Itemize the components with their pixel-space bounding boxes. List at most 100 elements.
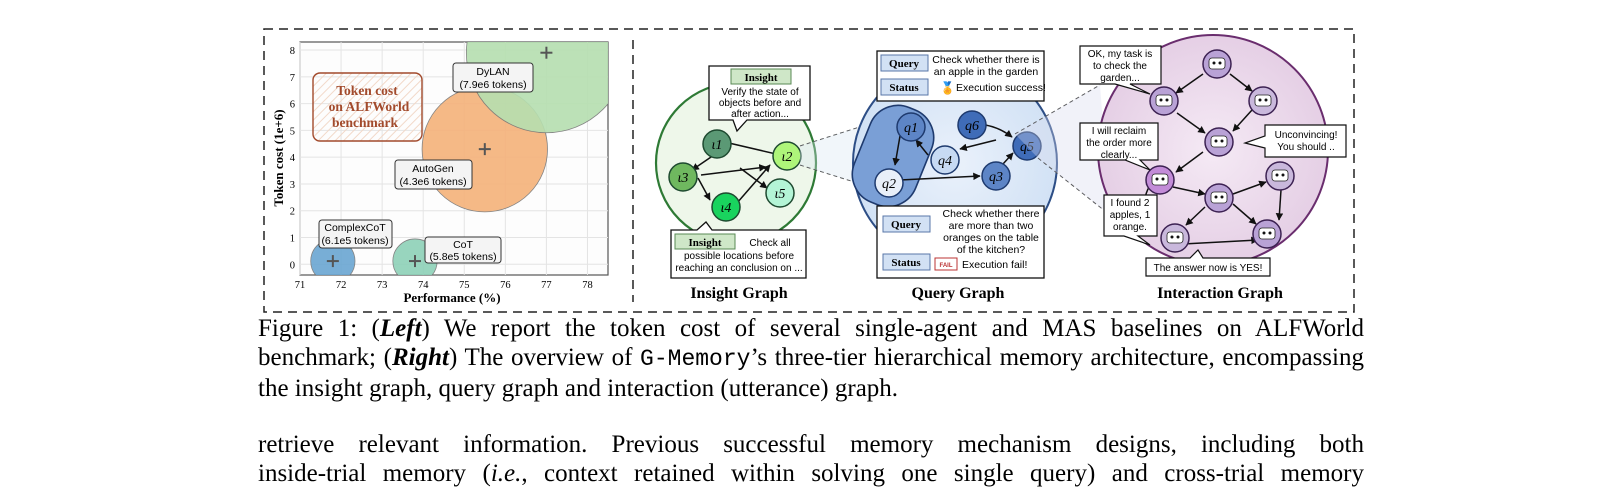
x-tick-label: 77 xyxy=(541,280,552,291)
agent-avatars xyxy=(1145,49,1295,253)
figure-caption: Figure 1: (Left) We report the token cos… xyxy=(258,314,1364,403)
node-q1 xyxy=(896,112,926,142)
node-iota-2 xyxy=(772,141,802,171)
panel-title: Interaction Graph xyxy=(1157,285,1283,302)
node-label: q6 xyxy=(965,119,979,134)
y-tick-label: 5 xyxy=(290,126,295,137)
x-tick-label: 74 xyxy=(418,280,429,291)
caption-text: ’s three-tier hierarchical memory archit… xyxy=(258,344,1364,402)
caption-right: Right xyxy=(391,344,449,371)
query-tag: Query xyxy=(889,58,919,70)
bubble-text: I found 2 xyxy=(1111,198,1150,209)
x-tick-label: 76 xyxy=(500,280,511,291)
x-tick-label: 71 xyxy=(295,280,306,291)
node-label: ι5 xyxy=(775,187,786,202)
x-tick-label: 72 xyxy=(336,280,347,291)
caption-text: ) We report the token cost of several si… xyxy=(258,315,1365,371)
body-paragraph: retrieve relevant information. Previous … xyxy=(258,430,1364,488)
bubble-text: to check the xyxy=(1093,61,1147,72)
insight-tag: Insight xyxy=(688,237,721,249)
bubble-text: garden... xyxy=(1100,73,1139,84)
speech-bubble: OK, my task is to check the garden... xyxy=(1079,45,1162,95)
annotation-line: Token cost xyxy=(336,83,398,98)
label-complexcot: ComplexCoT (6.1e5 tokens) xyxy=(318,219,393,249)
bubble-text: The answer now is YES! xyxy=(1154,263,1263,274)
point-name: AutoGen xyxy=(412,163,454,175)
y-axis-label: Token cost (1e+6) xyxy=(271,109,286,206)
bubble-text: orange. xyxy=(1113,222,1147,233)
insight-graph: ι1 ι2 ι3 ι4 ι5 Insight Verify the state … xyxy=(654,65,818,302)
status-text: Execution fail! xyxy=(962,259,1027,271)
query-tag: Query xyxy=(891,219,921,231)
point-label: (4.3e6 tokens) xyxy=(399,176,466,188)
point-name: ComplexCoT xyxy=(324,222,386,234)
bubble-text: the order more xyxy=(1086,138,1152,149)
bubble-text: possible locations before xyxy=(684,251,795,262)
node-label: q5 xyxy=(1020,140,1034,155)
label-autogen: AutoGen (4.3e6 tokens) xyxy=(394,159,473,190)
y-tick-label: 4 xyxy=(290,153,296,164)
node-iota-3 xyxy=(668,162,698,192)
speech-bubble: I will reclaim the order more clearly... xyxy=(1079,122,1159,171)
query-text: an apple in the garden xyxy=(934,66,1039,78)
fail-badge: FAIL xyxy=(940,263,953,269)
y-tick-label: 6 xyxy=(290,100,295,111)
caption-text: ) The overview of xyxy=(448,344,641,371)
bubble-text: OK, my task is xyxy=(1088,49,1152,60)
point-label: (6.1e5 tokens) xyxy=(321,235,388,247)
y-tick-label: 8 xyxy=(290,46,295,57)
node-label: q2 xyxy=(882,177,896,192)
insight-tag: Insight xyxy=(744,72,777,84)
y-tick-label: 0 xyxy=(290,260,295,271)
status-text: Execution success! xyxy=(956,82,1046,94)
node-q4 xyxy=(930,145,960,175)
caption-label: Figure 1: ( xyxy=(258,315,380,342)
speech-bubble: Unconvincing! You should .. xyxy=(1242,124,1347,158)
bubble-text: objects before and xyxy=(719,98,801,109)
query-text: oranges on the table xyxy=(943,232,1039,244)
node-q3 xyxy=(981,161,1011,191)
y-tick-label: 1 xyxy=(290,234,295,245)
query-text: Check whether there is xyxy=(932,54,1039,66)
bubble-text: apples, 1 xyxy=(1110,210,1151,221)
point-label: (5.8e5 tokens) xyxy=(429,251,496,263)
bubble-text: Check all xyxy=(749,238,790,249)
node-label: q3 xyxy=(989,170,1003,185)
speech-bubble: The answer now is YES! xyxy=(1145,249,1271,277)
fail-icon xyxy=(934,257,958,271)
y-tick-label: 7 xyxy=(290,73,295,84)
status-tag: Status xyxy=(891,257,921,269)
node-q2 xyxy=(874,168,904,198)
annotation-box xyxy=(312,72,423,142)
query-text: Check whether there xyxy=(943,208,1040,220)
bubble-text: Unconvincing! xyxy=(1275,130,1338,141)
system-name: G-Memory xyxy=(640,346,751,372)
success-icon: 🏅 xyxy=(940,81,955,95)
bubble-text: clearly... xyxy=(1101,150,1138,161)
bubble-text: reaching an conclusion on ... xyxy=(675,263,802,274)
x-tick-label: 78 xyxy=(582,280,593,291)
panel-title: Insight Graph xyxy=(690,285,787,302)
label-cot: CoT (5.8e5 tokens) xyxy=(424,236,502,264)
node-label: q4 xyxy=(938,154,952,169)
node-iota-5 xyxy=(765,178,795,208)
node-q6 xyxy=(957,110,987,140)
y-tick-label: 2 xyxy=(290,207,295,218)
body-line: inside-trial memory (i.e., context retai… xyxy=(258,459,1364,488)
node-label: ι1 xyxy=(712,138,723,153)
node-label: ι3 xyxy=(678,171,689,186)
panel-title: Query Graph xyxy=(912,285,1005,302)
query-text: are more than two xyxy=(949,220,1034,232)
point-label: (7.9e6 tokens) xyxy=(459,79,526,91)
bubble-text: I will reclaim xyxy=(1092,126,1146,137)
annotation-line: on ALFWorld xyxy=(329,99,410,114)
bubble-text: You should .. xyxy=(1277,142,1334,153)
label-dylan: DyLAN (7.9e6 tokens) xyxy=(452,62,534,93)
point-name: DyLAN xyxy=(476,66,509,78)
speech-bubble: I found 2 apples, 1 orange. xyxy=(1103,194,1158,246)
node-label: ι2 xyxy=(782,150,793,165)
annotation-line: benchmark xyxy=(332,115,398,130)
caption-left: Left xyxy=(379,315,422,342)
